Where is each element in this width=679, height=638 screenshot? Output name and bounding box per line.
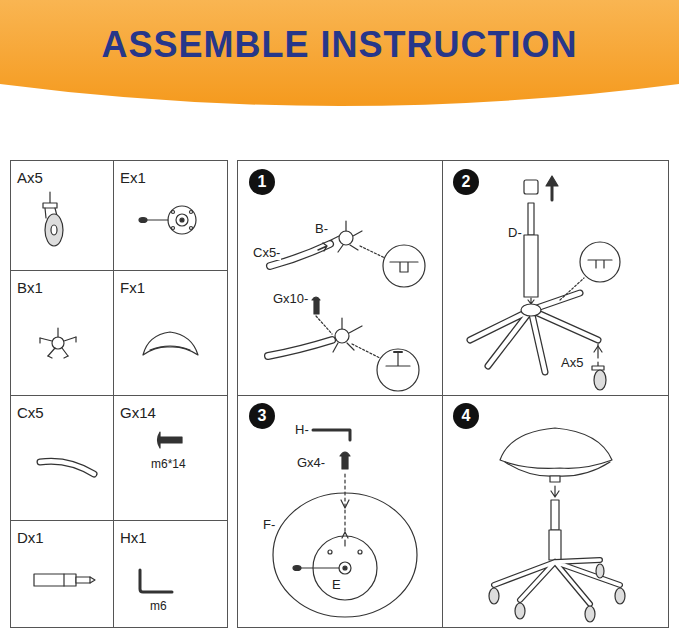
step-number: 4 <box>462 408 471 424</box>
part-label: Gx14 <box>120 404 156 421</box>
part-cell: Dx1 <box>10 520 114 628</box>
part-label: Bx1 <box>17 279 43 296</box>
part-label: Dx1 <box>17 529 44 546</box>
size-label: m6*14 <box>151 456 186 473</box>
callout-label: H- <box>294 423 310 437</box>
part-cell: Hx1 m6 <box>113 520 228 628</box>
callout-label: Gx4- <box>296 456 326 470</box>
step-number: 3 <box>258 408 267 424</box>
part-label: Ex1 <box>120 169 146 186</box>
part-label: Hx1 <box>120 529 147 546</box>
steps-grid <box>237 160 669 628</box>
part-label: Cx5 <box>17 404 44 421</box>
part-cell: Cx5 <box>10 395 114 521</box>
step4-illustration <box>489 428 625 622</box>
caster-icon <box>43 192 63 246</box>
step1-illustration <box>268 221 425 391</box>
step2-illustration <box>470 176 620 390</box>
step-number-circle: 2 <box>453 169 479 195</box>
step-number: 2 <box>462 174 471 190</box>
hex-key-icon <box>140 570 172 592</box>
title: ASSEMBLE INSTRUCTION <box>0 22 679 68</box>
callout-label: F- <box>262 518 276 532</box>
step3-illustration <box>273 430 417 617</box>
part-label: Ax5 <box>17 169 43 186</box>
title-banner <box>0 0 679 106</box>
callout-label: D- <box>507 226 523 240</box>
callout-label: E <box>331 578 342 592</box>
part-label: Fx1 <box>120 279 145 296</box>
part-cell: Bx1 <box>10 270 114 396</box>
part-cell: Ax5 <box>10 160 114 271</box>
step-number-circle: 3 <box>249 403 275 429</box>
gas-cylinder-icon <box>34 574 95 586</box>
part-cell: Gx14 m6*14 <box>113 395 228 521</box>
callout-label: Gx10- <box>272 292 309 306</box>
callout-label: Cx5- <box>252 246 281 260</box>
part-cell: Ex1 <box>113 160 228 271</box>
size-label: m6 <box>150 598 167 615</box>
base-leg-icon <box>40 461 94 474</box>
step-number: 1 <box>258 174 267 190</box>
callout-label: B- <box>314 222 329 236</box>
base-hub-icon <box>40 328 76 358</box>
callout-label: Ax5 <box>560 356 584 370</box>
screw-icon <box>158 432 183 448</box>
part-cell: Fx1 <box>113 270 228 396</box>
step-number-circle: 4 <box>453 403 479 429</box>
saddle-seat-icon <box>143 332 198 355</box>
step-number-circle: 1 <box>249 169 275 195</box>
mechanism-plate-icon <box>139 206 196 234</box>
